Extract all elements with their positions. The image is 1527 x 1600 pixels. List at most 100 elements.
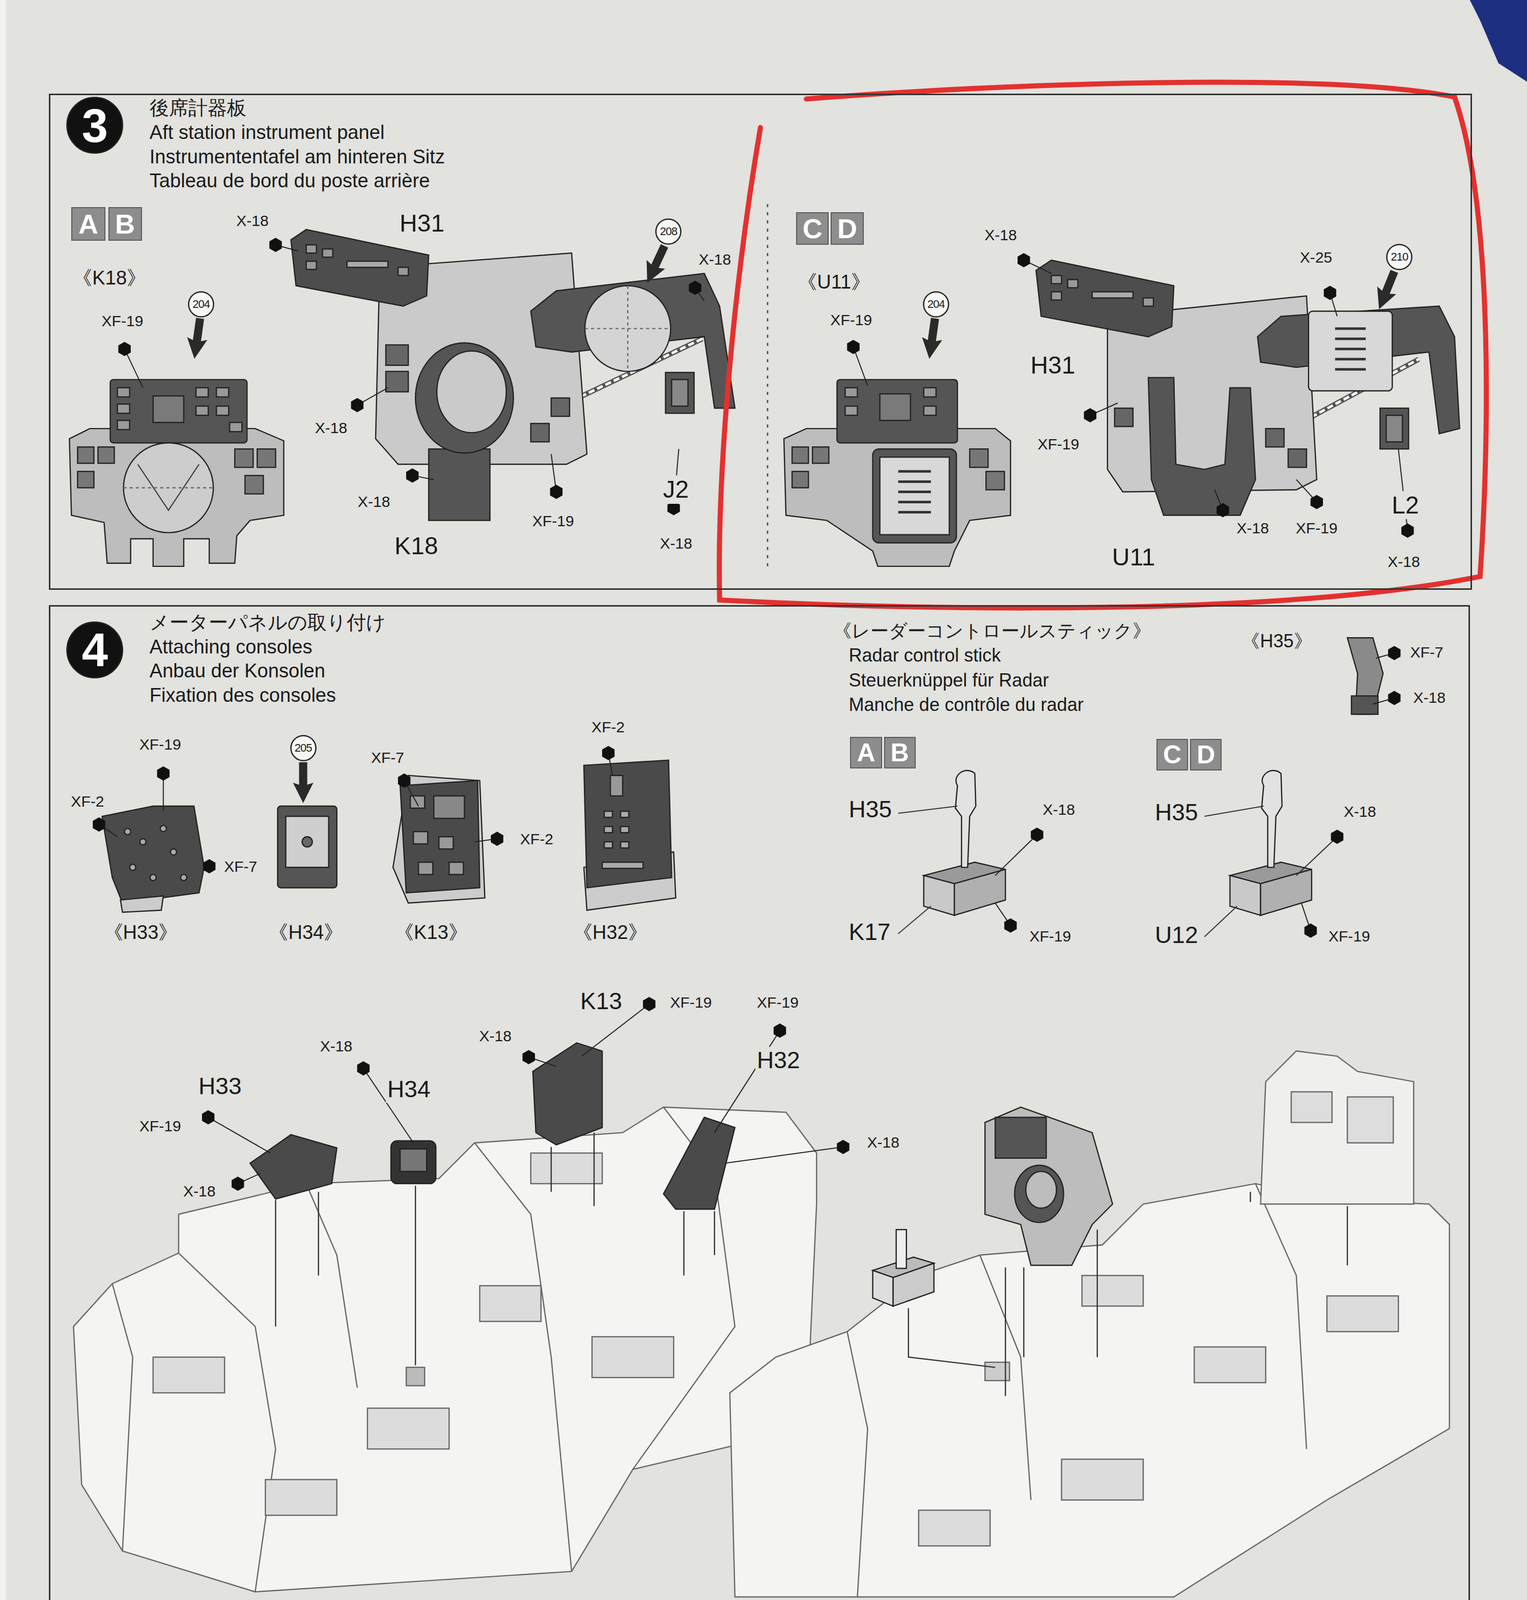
part-k13 [392,775,485,904]
cockpit-tub [153,1153,674,1516]
part-h33 [160,825,167,832]
text-holder: A [72,208,104,240]
installed-part [896,1229,907,1269]
part-h34 [277,806,337,888]
part-right-panel [1257,306,1460,450]
text-holder: A [851,738,881,768]
assembly-line [275,1133,1348,1397]
callout-arrow [1369,267,1404,314]
cockpit-tub [846,1332,868,1598]
callout-arrow [637,241,674,288]
assembly-line [1004,1267,1006,1397]
step-heading: 後席計器板 [149,96,445,121]
paint-hexagon [1083,408,1096,423]
part-k17 [954,869,1006,916]
paint-code: X-18 [982,226,1019,245]
photo-background [0,0,7,1600]
part-h33 [124,828,131,835]
paint-hexagon [118,342,131,357]
installed-part [893,1263,935,1307]
instrument-panel-u11 [872,448,957,543]
paint-hexagon [846,340,860,355]
section-divider [767,204,769,572]
cockpit-tub [178,1253,276,1593]
step-heading: Attaching consoles [149,635,386,660]
paint-hexagon [1216,503,1229,518]
part-right-panel [1335,368,1366,371]
paint-code: X-18 [658,534,694,553]
part-u11 [1114,408,1134,427]
instrument-panel-k18 [69,379,284,567]
cockpit-tub [1061,1459,1144,1501]
part-right-panel [671,379,689,407]
paint-code: XF-2 [589,718,627,737]
version-letter: D [1196,742,1215,768]
paint-hexagon [602,746,615,761]
paint-code: XF-2 [518,830,555,849]
version-box: B [884,737,916,769]
text-holder: 205 [290,734,317,762]
part-h31 [1035,260,1174,337]
part-k13 [448,862,464,875]
part-reference: 《U11》 [796,271,872,294]
cockpit-tub [367,1408,449,1450]
step-frame: 後席計器板Aft station instrument panelInstrum… [48,93,1472,590]
paint-code: XF-7 [1408,643,1445,662]
installed-part [1025,1171,1057,1209]
part-right-panel [1335,328,1366,370]
paint-hexagon [1004,918,1017,933]
cockpit-tub [153,1357,225,1394]
paint-code: XF-19 [137,1117,183,1136]
part-reference: 《H35》 [1239,630,1314,653]
part-h33 [102,806,205,903]
paint-hexagon [836,1140,850,1155]
assembly-line [414,1185,416,1366]
part-number: K17 [846,918,892,946]
instrument-panel-k18 [216,406,229,416]
part-k17 [923,770,1006,916]
paint-hexagon [688,280,701,295]
step-circle: 4 [65,620,125,680]
part-h31 [1143,297,1154,306]
instrument-panel-k18 [257,448,276,468]
paint-code: X-18 [1386,553,1422,572]
step-heading: メーターパネルの取り付け [149,610,386,636]
part-h32 [610,775,623,797]
version-box: A [850,737,882,769]
assembly-line [1023,1267,1025,1357]
assembly-line [908,1308,996,1368]
part-number: H31 [398,209,446,238]
paint-code: X-18 [865,1134,902,1152]
assembly-line [683,1211,685,1276]
part-h34 [302,836,313,847]
instrument-panel-u11 [898,490,931,494]
part-k13 [400,780,480,894]
instrument-panel-k18 [216,387,229,398]
paint-hexagon [642,997,656,1012]
paint-hexagon [1401,523,1414,539]
cockpit-tub [632,1107,735,1470]
part-h33 [170,849,177,856]
part-k18 [415,343,514,454]
paint-code: X-18 [356,493,392,512]
installed-part [995,1117,1046,1159]
version-box: C [1156,739,1189,771]
part-h33 [150,874,157,881]
cockpit-tub [918,1275,1399,1546]
part-h32 [620,841,629,848]
step-circle: 3 [65,95,125,155]
instrument-panel-k18 [123,442,214,533]
part-k13 [433,796,465,819]
cockpit-tub [729,1051,1450,1598]
version-letter: C [802,214,823,243]
part-k18 [551,398,570,417]
installed-part [984,1107,1113,1266]
text-holder: 後席計器板Aft station instrument panelInstrum… [149,96,445,194]
part-h33 [102,806,205,913]
paint-hexagon [398,773,411,788]
subheading: 《レーダーコントロールスティック》 [831,620,1153,642]
paint-code: X-25 [1298,248,1335,267]
part-number: L2 [1390,491,1421,520]
